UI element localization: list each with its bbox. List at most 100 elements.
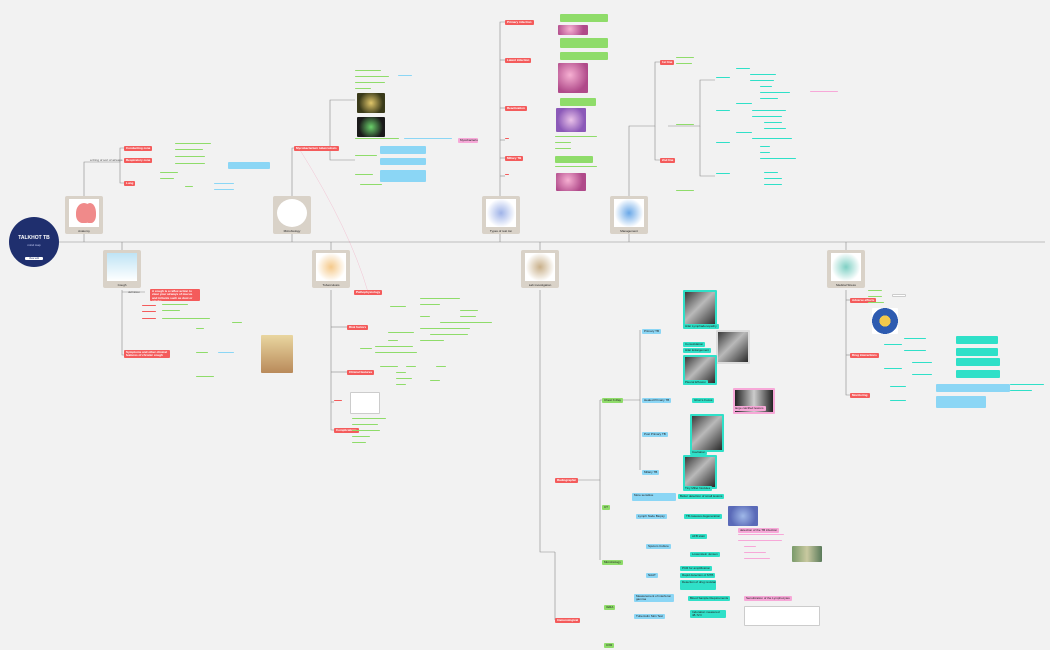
igra-cyan[interactable]: Blood Sample Requirements xyxy=(688,596,731,601)
igra[interactable]: IGRA xyxy=(604,605,616,610)
rapid-detection[interactable]: Rapid detection of MTB xyxy=(680,573,716,578)
med-leaf[interactable] xyxy=(868,302,884,303)
mgmt-cyan[interactable] xyxy=(764,172,778,173)
tb-leaf[interactable] xyxy=(420,298,460,299)
pcr[interactable]: PCR for amplification xyxy=(680,566,713,571)
topic-management[interactable]: Management xyxy=(610,196,648,234)
microbiology-lab[interactable]: Microbiology xyxy=(602,560,623,565)
types-leaf[interactable] xyxy=(555,148,571,149)
med-cyan[interactable] xyxy=(956,348,998,356)
micro-leaf[interactable] xyxy=(355,155,377,156)
types-leaf[interactable] xyxy=(555,136,597,137)
cough-leaf[interactable] xyxy=(162,318,210,319)
mgmt-cyan[interactable] xyxy=(750,74,776,75)
med-adverse[interactable]: Adverse effects xyxy=(850,298,877,303)
igra-note[interactable]: Measurement of interferon gamma xyxy=(634,594,674,602)
conducting-zone[interactable]: Conducting zone xyxy=(124,146,153,151)
mgmt-cyan[interactable] xyxy=(764,128,786,129)
mgmt-cyan[interactable] xyxy=(716,173,730,174)
med-leaf[interactable] xyxy=(868,290,882,291)
tb-clinical-features[interactable]: Clinical features xyxy=(347,370,375,375)
micro-leaf[interactable] xyxy=(360,184,382,185)
tb-node[interactable] xyxy=(334,400,342,401)
anatomy-leaf[interactable] xyxy=(175,143,211,144)
tb-leaf[interactable] xyxy=(352,436,370,437)
med-blue[interactable] xyxy=(936,396,986,408)
types-leaf[interactable] xyxy=(555,156,593,163)
lab-immunological[interactable]: Immunological xyxy=(555,618,581,623)
mgmt-cyan[interactable] xyxy=(752,138,792,139)
micro-leaf[interactable] xyxy=(355,174,373,175)
tb-leaf[interactable] xyxy=(352,442,366,443)
tst-note[interactable]: Induration measured 48-72 h xyxy=(690,610,726,618)
cough-node[interactable] xyxy=(142,311,156,312)
mgmt-cyan[interactable] xyxy=(716,77,730,78)
effusion-lead[interactable]: Hilar Enlargement xyxy=(683,348,712,353)
types-leaf[interactable] xyxy=(555,142,571,143)
topic-tuberculosis[interactable]: Tuberculosis xyxy=(312,250,350,288)
cough-definition[interactable]: A cough is a reflex action to clear your… xyxy=(150,289,200,301)
cough-chronic[interactable]: Symptoms and other clinical features of … xyxy=(124,350,170,358)
healed-primary[interactable]: Healed Primary TB xyxy=(642,398,672,403)
types-node[interactable] xyxy=(505,174,509,175)
mgmt-cyan[interactable] xyxy=(764,178,782,179)
hilar-lymph[interactable]: Hilar Lymphadenopathy xyxy=(683,324,719,329)
med-cyan[interactable] xyxy=(890,400,906,401)
tb-leaf[interactable] xyxy=(440,322,492,323)
mgmt-leaf[interactable] xyxy=(676,190,694,191)
micro-right[interactable]: Mycobacterium tuberculosis complex xyxy=(458,138,478,143)
central-badge[interactable]: View edit xyxy=(25,257,43,260)
mgmt-cyan[interactable] xyxy=(760,92,790,93)
mgmt-cyan[interactable] xyxy=(752,110,786,111)
micro-leaf[interactable] xyxy=(355,70,381,71)
topic-lab[interactable]: Lab investigation xyxy=(521,250,559,288)
med-blue[interactable] xyxy=(936,384,1010,392)
med-cyan[interactable] xyxy=(884,344,902,345)
types-leaf[interactable] xyxy=(560,98,596,106)
anatomy-detail[interactable] xyxy=(214,183,234,184)
cough-leaf[interactable] xyxy=(162,310,180,311)
tb-leaf[interactable] xyxy=(430,380,440,381)
miliary-node[interactable]: Miliary TB xyxy=(505,156,524,161)
tb-leaf[interactable] xyxy=(406,366,416,367)
tb-leaf[interactable] xyxy=(375,346,413,347)
types-main[interactable]: Primary infection xyxy=(505,20,534,25)
afb-stain[interactable]: AFB stain xyxy=(690,534,708,539)
med-cyan[interactable] xyxy=(904,338,926,339)
lab-leaf[interactable]: CXR xyxy=(604,643,615,648)
lowenstein[interactable]: Lowenstein Jensen xyxy=(690,552,720,557)
micro-pink[interactable]: detection of the TB infection xyxy=(738,528,780,533)
anatomy-detail[interactable] xyxy=(214,189,234,190)
chest-xray[interactable]: Chest X-Ray xyxy=(602,398,624,403)
tb-leaf[interactable] xyxy=(352,430,380,431)
topic-cough[interactable]: Cough xyxy=(103,250,141,288)
micro-leaf[interactable] xyxy=(355,88,371,89)
respiratory-zone[interactable]: Respiratory zone xyxy=(124,158,153,163)
topic-anatomy[interactable]: Anatomy xyxy=(65,196,103,234)
tb-complications[interactable]: Complications xyxy=(334,428,359,433)
med-cyan[interactable] xyxy=(912,362,932,363)
tst[interactable]: Tuberculin Skin Test xyxy=(634,614,665,619)
tb-leaf[interactable] xyxy=(460,316,476,317)
ct-note[interactable]: More sensitive xyxy=(632,493,676,501)
tb-leaf[interactable] xyxy=(352,424,378,425)
med-cyan[interactable] xyxy=(1010,390,1032,391)
tb-leaf[interactable] xyxy=(396,372,406,373)
anatomy-leaf[interactable] xyxy=(175,156,205,157)
tb-leaf[interactable] xyxy=(430,334,468,335)
latent-node[interactable]: Latent infection xyxy=(505,58,532,63)
mgmt-cyan[interactable] xyxy=(760,98,778,99)
lung-node[interactable]: Lung xyxy=(124,181,136,186)
micro-pink[interactable] xyxy=(744,558,770,559)
anatomy-leaf[interactable] xyxy=(175,149,203,150)
caseous[interactable]: TB caseous degeneration xyxy=(684,514,723,519)
micro-main[interactable]: Mycobacterium tuberculosis xyxy=(294,146,339,151)
mgmt-cyan[interactable] xyxy=(736,68,750,69)
types-leaf[interactable] xyxy=(560,14,608,22)
anatomy-leaf[interactable] xyxy=(160,178,174,179)
mgmt-cyan[interactable] xyxy=(716,142,730,143)
cough-node[interactable] xyxy=(142,318,156,319)
types-leaf[interactable] xyxy=(560,38,608,48)
mgmt-cyan[interactable] xyxy=(750,80,774,81)
central-topic[interactable]: TALKHOT TB mind map View edit xyxy=(9,217,59,267)
